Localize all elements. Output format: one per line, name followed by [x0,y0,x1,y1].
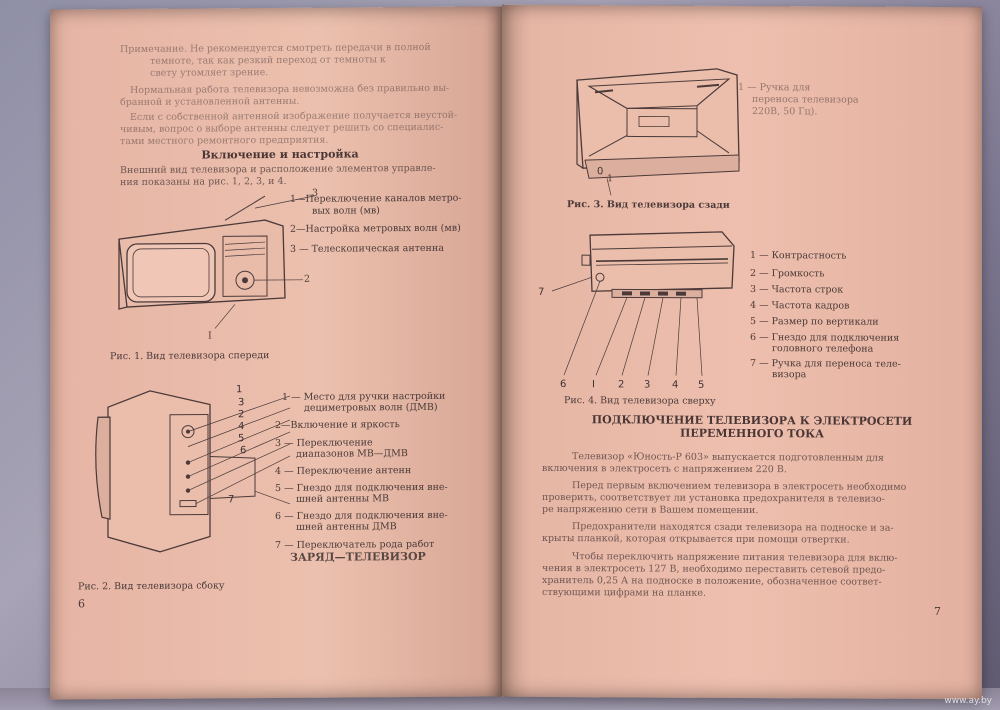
tv-back-illustration: 0 [576,68,740,196]
callout-1: I [208,330,212,342]
fig2-legend-item: 4 — Переключение антенн [275,465,412,478]
fig1-legend-item: 2—Настройка метровых волн (мв) [290,222,461,235]
svg-text:0: 0 [597,166,603,177]
svg-text:4: 4 [238,421,244,432]
svg-text:I: I [592,379,595,390]
svg-text:3: 3 [238,397,244,408]
paragraph-line: включения в электросеть с напряжением 22… [542,462,787,476]
paragraph-line: крыты планкой, которая открывается при п… [542,532,850,546]
fig4-legend-item: 2 — Громкость [750,268,825,280]
paragraph-line: ствующими цифрами на планке. [542,586,707,599]
fig4-legend-item: 3 — Частота строк [750,284,844,296]
fig2-legend-item: 7 — Переключатель рода работ [275,538,435,552]
svg-text:1: 1 [236,384,242,395]
fig4-caption: Рис. 4. Вид телевизора сверху [564,395,716,407]
tv-side-illustration [95,390,291,553]
svg-text:3: 3 [644,379,650,390]
fig2-callout-numbers: 1 3 2 4 5 6 7 [228,384,246,505]
fig2-legend-item: шней антенны МВ [296,493,389,505]
svg-text:2: 2 [238,409,244,420]
fig2-caption: Рис. 2. Вид телевизора сбоку [78,580,225,593]
fig4-legend-item: головного телефона [772,343,874,355]
svg-text:6: 6 [240,445,246,456]
fig1-legend-item: вых волн (мв) [312,205,380,217]
svg-text:7: 7 [538,287,544,298]
svg-text:5: 5 [698,380,704,391]
svg-text:7: 7 [228,494,234,505]
fig3-legend-item: 1 — Ручка для [738,81,811,94]
fig1-legend-item: 1—Переключение каналов метро- [290,192,462,205]
tv-top-illustration: 6 I 2 3 4 5 7 [538,231,735,391]
section-title: Включение и настройка [201,147,359,162]
fig4-legend-item: 4 — Частота кадров [750,300,850,312]
section-title: ПЕРЕМЕННОГО ТОКА [679,426,825,441]
left-page: Примечание. Не рекомендуется смотреть пе… [50,6,502,700]
fig3-legend-item: 220В, 50 Гц). [752,106,818,118]
watermark: www.ay.by [944,696,992,706]
fig2-legend-item: ЗАРЯД—ТЕЛЕВИЗОР [290,549,426,564]
intro-line: тами местного ремонтного предприятия. [120,134,329,148]
intro-line: свету утомляет зрение. [150,67,269,79]
right-page: 0 1 1 — Ручка для переноса телевизора 22… [502,4,982,700]
intro-line: бранной и установленной антенны. [120,95,300,109]
fig2-legend-item: дециметровых волн (ДМВ) [304,401,438,414]
callout-2: 2 [304,273,311,285]
page-number: 7 [934,605,941,619]
callout-1: 1 [607,173,614,185]
svg-text:2: 2 [618,379,624,390]
fig3-caption: Рис. 3. Вид телевизора сзади [567,199,730,211]
svg-text:6: 6 [560,379,566,390]
paragraph-line: ре напряжению сети в Вашем помещении. [542,503,759,517]
svg-text:4: 4 [672,380,678,391]
fig3-legend-item: переноса телевизора [752,94,859,106]
page-number: 6 [78,597,85,611]
section-intro: ния показаны на рис. 1, 2, 3, и 4. [120,175,287,189]
fig4-legend-item: визора [772,369,807,381]
fig2-legend-item: шней антенны ДМВ [296,521,397,533]
tv-front-illustration [118,195,316,329]
fig2-legend-item: диапазонов МВ—ДМВ [296,448,408,460]
svg-text:5: 5 [238,433,244,444]
fig1-legend-item: 3 — Телескопическая антенна [290,242,444,255]
fig2-legend-item: 2—Включение и яркость [275,419,400,432]
fig4-legend-item: 5 — Размер по вертикали [750,316,879,328]
fig4-legend-item: 1 — Контрастность [750,250,847,262]
fig1-caption: Рис. 1. Вид телевизора спереди [110,350,270,363]
